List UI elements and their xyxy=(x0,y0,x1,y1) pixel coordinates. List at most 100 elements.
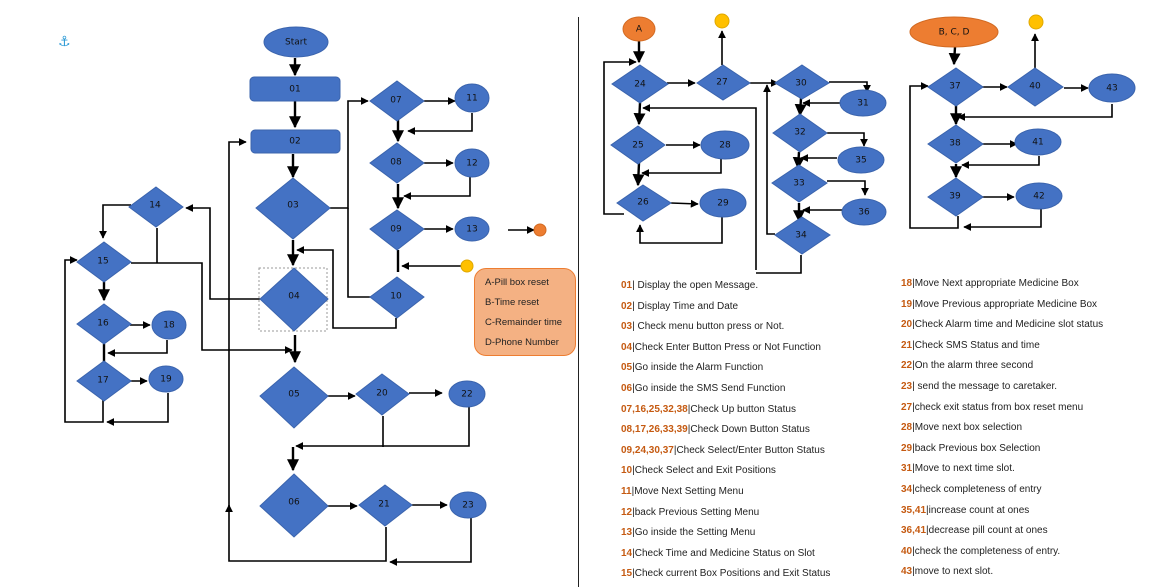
node-10: 10 xyxy=(369,276,425,319)
node-06: 06 xyxy=(259,473,329,538)
description-text: Check Select/Enter Button Status xyxy=(676,444,825,456)
description-text: Check Time and Medicine Status on Slot xyxy=(634,547,815,559)
svg-text:01: 01 xyxy=(289,85,300,95)
description-item: 05|Go inside the Alarm Function xyxy=(621,358,830,379)
description-list-left: 01| Display the open Message.02| Display… xyxy=(621,276,830,585)
description-id: 23 xyxy=(901,380,913,392)
node-03: 03 xyxy=(255,177,331,240)
node-11: 11 xyxy=(454,83,490,113)
svg-text:20: 20 xyxy=(376,389,388,399)
node-27: 27 xyxy=(696,64,751,101)
description-item: 09,24,30,37|Check Select/Enter Button St… xyxy=(621,441,830,462)
description-id: 09,24,30,37 xyxy=(621,444,674,456)
svg-text:22: 22 xyxy=(461,390,472,400)
node-20: 20 xyxy=(355,373,410,416)
svg-text:31: 31 xyxy=(857,99,868,109)
node-28: 28 xyxy=(700,130,750,160)
description-item: 01| Display the open Message. xyxy=(621,276,830,297)
svg-text:37: 37 xyxy=(949,82,960,92)
description-separator: | xyxy=(632,362,635,374)
svg-text:21: 21 xyxy=(378,500,389,510)
svg-text:B, C, D: B, C, D xyxy=(939,28,970,38)
description-separator: | xyxy=(631,485,635,497)
description-text: Go inside the Setting Menu xyxy=(634,527,756,539)
description-item: 31|Move to next time slot. xyxy=(901,459,1103,480)
svg-text:03: 03 xyxy=(287,201,298,211)
node-18: 18 xyxy=(151,310,187,340)
description-separator: | xyxy=(912,319,915,331)
description-separator: | xyxy=(912,422,915,434)
description-text: check the completeness of entry. xyxy=(914,545,1061,557)
description-separator: | xyxy=(687,424,691,436)
node-19: 19 xyxy=(148,365,184,393)
node-39: 39 xyxy=(927,177,984,217)
description-text: Check Up button Status xyxy=(690,403,796,415)
description-item: 07,16,25,32,38|Check Up button Status xyxy=(621,400,830,421)
svg-text:14: 14 xyxy=(149,201,161,211)
svg-text:10: 10 xyxy=(390,292,402,302)
description-separator: | xyxy=(912,360,915,372)
node-38: 38 xyxy=(927,124,984,164)
description-id: 21 xyxy=(901,339,913,351)
node-35: 35 xyxy=(837,146,885,174)
selection-frame xyxy=(258,267,328,332)
svg-text:18: 18 xyxy=(163,321,175,331)
svg-text:28: 28 xyxy=(719,141,731,151)
description-text: Check Select and Exit Positions xyxy=(634,465,776,477)
description-separator: | xyxy=(632,321,635,333)
description-separator: | xyxy=(912,339,915,351)
description-text: Move Next Setting Menu xyxy=(634,485,744,497)
description-item: 29|back Previous box Selection xyxy=(901,439,1103,460)
description-separator: | xyxy=(632,568,635,580)
svg-text:15: 15 xyxy=(97,257,108,267)
description-item: 21|Check SMS Status and time xyxy=(901,336,1103,357)
svg-text:42: 42 xyxy=(1033,192,1044,202)
node-04: 04 xyxy=(259,267,329,332)
panel-divider xyxy=(578,17,579,587)
description-id: 18 xyxy=(901,278,913,289)
terminal-bcd-exit xyxy=(1028,14,1044,30)
description-item: 03| Check menu button press or Not. xyxy=(621,317,830,338)
description-item: 22|On the alarm three second xyxy=(901,356,1103,377)
description-id: 35,41 xyxy=(901,504,927,516)
description-item: 28|Move next box selection xyxy=(901,418,1103,439)
description-item: 18|Move Next appropriate Medicine Box xyxy=(901,274,1103,295)
node-16: 16 xyxy=(76,303,132,345)
description-id: 31 xyxy=(901,463,913,475)
description-separator: | xyxy=(912,380,915,392)
terminal-out-orange xyxy=(533,223,547,237)
description-text: Check Enter Button Press or Not Function xyxy=(634,341,821,353)
description-text: move to next slot. xyxy=(914,566,994,578)
description-separator: | xyxy=(632,382,635,394)
description-separator: | xyxy=(632,465,635,477)
description-text: send the message to caretaker. xyxy=(914,380,1058,392)
main-connectors xyxy=(64,58,535,566)
description-text: On the alarm three second xyxy=(914,360,1034,372)
description-separator: | xyxy=(912,483,915,495)
description-item: 14|Check Time and Medicine Status on Slo… xyxy=(621,544,830,565)
description-item: 43|move to next slot. xyxy=(901,562,1103,583)
svg-text:12: 12 xyxy=(466,159,477,169)
description-text: Display Time and Date xyxy=(634,300,739,312)
description-id: 11 xyxy=(621,485,632,497)
legend-item-d: D-Phone Number xyxy=(485,337,559,348)
node-36: 36 xyxy=(841,198,887,226)
node-42: 42 xyxy=(1015,182,1063,210)
description-item: 27|check exit status from box reset menu xyxy=(901,398,1103,419)
description-separator: | xyxy=(912,401,915,413)
description-item: 15|Check current Box Positions and Exit … xyxy=(621,564,830,585)
node-29: 29 xyxy=(699,188,747,218)
description-text: Check Alarm time and Medicine slot statu… xyxy=(914,319,1104,331)
svg-text:A: A xyxy=(636,25,643,35)
description-text: Move Previous appropriate Medicine Box xyxy=(914,298,1098,310)
description-item: 06|Go inside the SMS Send Function xyxy=(621,379,830,400)
node-bcd-entry: B, C, D xyxy=(909,16,999,48)
description-item: 11|Move Next Setting Menu xyxy=(621,482,830,503)
description-id: 20 xyxy=(901,319,913,331)
description-text: Check menu button press or Not. xyxy=(634,321,785,333)
node-41: 41 xyxy=(1014,128,1062,156)
node-14: 14 xyxy=(128,186,184,228)
svg-text:02: 02 xyxy=(289,137,300,147)
description-id: 07,16,25,32,38 xyxy=(621,403,688,415)
